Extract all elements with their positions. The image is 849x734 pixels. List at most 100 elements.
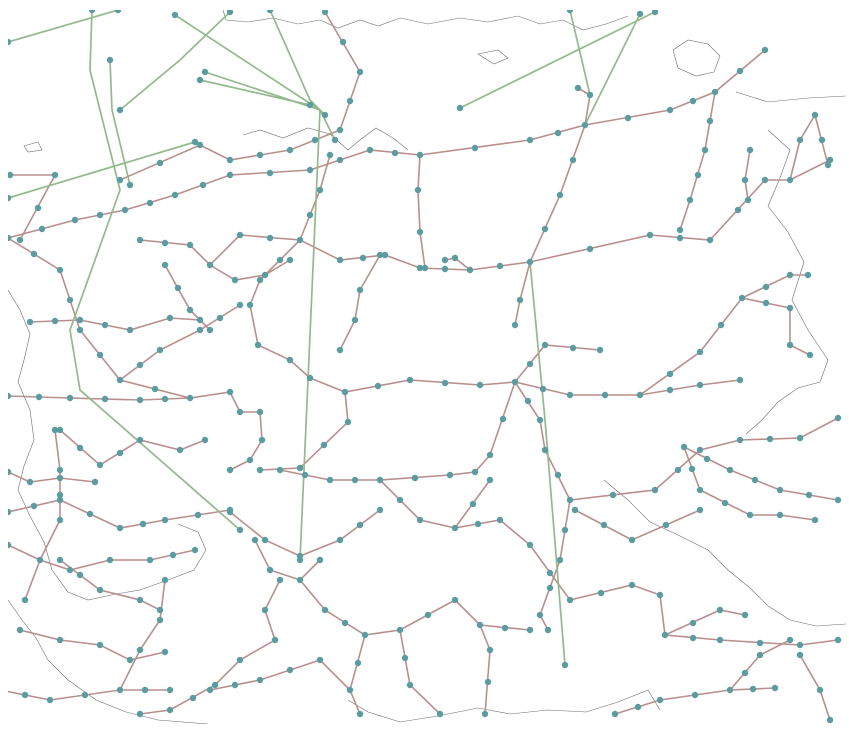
bus-node[interactable]: [258, 436, 266, 444]
bus-node[interactable]: [706, 117, 714, 125]
bus-node[interactable]: [441, 256, 449, 264]
bus-node[interactable]: [786, 341, 794, 349]
bus-node[interactable]: [146, 199, 154, 207]
bus-node[interactable]: [571, 506, 579, 514]
bus-node[interactable]: [486, 451, 494, 459]
bus-node[interactable]: [651, 486, 659, 494]
bus-node[interactable]: [331, 136, 339, 144]
bus-node[interactable]: [466, 266, 474, 274]
bus-node[interactable]: [566, 596, 574, 604]
bus-node[interactable]: [169, 551, 177, 559]
bus-node[interactable]: [356, 68, 364, 76]
bus-node[interactable]: [38, 225, 46, 233]
bus-node[interactable]: [776, 511, 784, 519]
bus-node[interactable]: [356, 710, 364, 718]
bus-node[interactable]: [499, 415, 507, 423]
bus-node[interactable]: [56, 426, 64, 434]
bus-node[interactable]: [703, 455, 711, 463]
bus-node[interactable]: [306, 211, 314, 219]
bus-node[interactable]: [16, 236, 24, 244]
bus-node[interactable]: [236, 301, 244, 309]
bus-node[interactable]: [156, 606, 164, 614]
bus-node[interactable]: [811, 516, 819, 524]
bus-node[interactable]: [726, 686, 734, 694]
bus-node[interactable]: [824, 161, 832, 169]
bus-node[interactable]: [361, 631, 369, 639]
bus-node[interactable]: [51, 171, 59, 179]
bus-node[interactable]: [186, 394, 194, 402]
bus-node[interactable]: [251, 536, 259, 544]
bus-node[interactable]: [320, 441, 328, 449]
bus-node[interactable]: [341, 388, 349, 396]
bus-node[interactable]: [496, 262, 504, 270]
bus-node[interactable]: [191, 546, 199, 554]
bus-node[interactable]: [146, 556, 154, 564]
bus-node[interactable]: [666, 106, 674, 114]
bus-node[interactable]: [216, 314, 224, 322]
bus-node[interactable]: [446, 471, 454, 479]
bus-node[interactable]: [717, 321, 725, 329]
bus-node[interactable]: [206, 326, 214, 334]
bus-node[interactable]: [586, 91, 594, 99]
bus-node[interactable]: [86, 510, 94, 518]
bus-node[interactable]: [416, 228, 424, 236]
bus-node[interactable]: [451, 524, 459, 532]
bus-node[interactable]: [456, 104, 464, 112]
bus-node[interactable]: [806, 351, 814, 359]
bus-node[interactable]: [524, 397, 532, 405]
bus-node[interactable]: [796, 651, 804, 659]
bus-node[interactable]: [746, 146, 754, 154]
bus-node[interactable]: [554, 129, 562, 137]
bus-node[interactable]: [716, 636, 724, 644]
bus-node[interactable]: [161, 576, 169, 584]
bus-node[interactable]: [136, 396, 144, 404]
bus-node[interactable]: [761, 46, 769, 54]
bus-node[interactable]: [796, 641, 804, 649]
bus-node[interactable]: [176, 446, 184, 454]
bus-node[interactable]: [414, 186, 422, 194]
bus-node[interactable]: [544, 626, 552, 634]
bus-node[interactable]: [166, 706, 174, 714]
bus-node[interactable]: [628, 581, 636, 589]
bus-node[interactable]: [231, 276, 239, 284]
bus-node[interactable]: [266, 234, 274, 242]
bus-node[interactable]: [581, 121, 589, 129]
bus-node[interactable]: [286, 256, 294, 264]
bus-node[interactable]: [301, 471, 309, 479]
bus-node[interactable]: [336, 256, 344, 264]
bus-node[interactable]: [261, 536, 269, 544]
bus-node[interactable]: [786, 304, 794, 312]
bus-node[interactable]: [736, 436, 744, 444]
bus-node[interactable]: [736, 376, 744, 384]
bus-node[interactable]: [116, 376, 124, 384]
bus-node[interactable]: [76, 571, 84, 579]
bus-node[interactable]: [121, 206, 129, 214]
bus-node[interactable]: [471, 468, 479, 476]
bus-node[interactable]: [56, 556, 64, 564]
bus-node[interactable]: [8, 194, 12, 202]
bus-node[interactable]: [834, 496, 842, 504]
bus-node[interactable]: [296, 236, 304, 244]
bus-node[interactable]: [696, 486, 704, 494]
bus-node[interactable]: [66, 296, 74, 304]
bus-node[interactable]: [201, 68, 209, 76]
bus-node[interactable]: [354, 659, 362, 667]
bus-node[interactable]: [56, 636, 64, 644]
bus-node[interactable]: [634, 703, 642, 711]
bus-node[interactable]: [196, 326, 204, 334]
bus-node[interactable]: [741, 669, 749, 677]
bus-node[interactable]: [546, 584, 554, 592]
bus-node[interactable]: [76, 326, 84, 334]
bus-node[interactable]: [786, 176, 794, 184]
bus-node[interactable]: [26, 318, 34, 326]
bus-node[interactable]: [694, 171, 702, 179]
bus-node[interactable]: [751, 476, 759, 484]
bus-node[interactable]: [21, 691, 29, 699]
bus-node[interactable]: [316, 556, 324, 564]
bus-node[interactable]: [816, 686, 824, 694]
bus-node[interactable]: [136, 361, 144, 369]
bus-node[interactable]: [636, 391, 644, 399]
bus-node[interactable]: [161, 239, 169, 247]
bus-node[interactable]: [526, 258, 534, 266]
bus-node[interactable]: [656, 696, 664, 704]
